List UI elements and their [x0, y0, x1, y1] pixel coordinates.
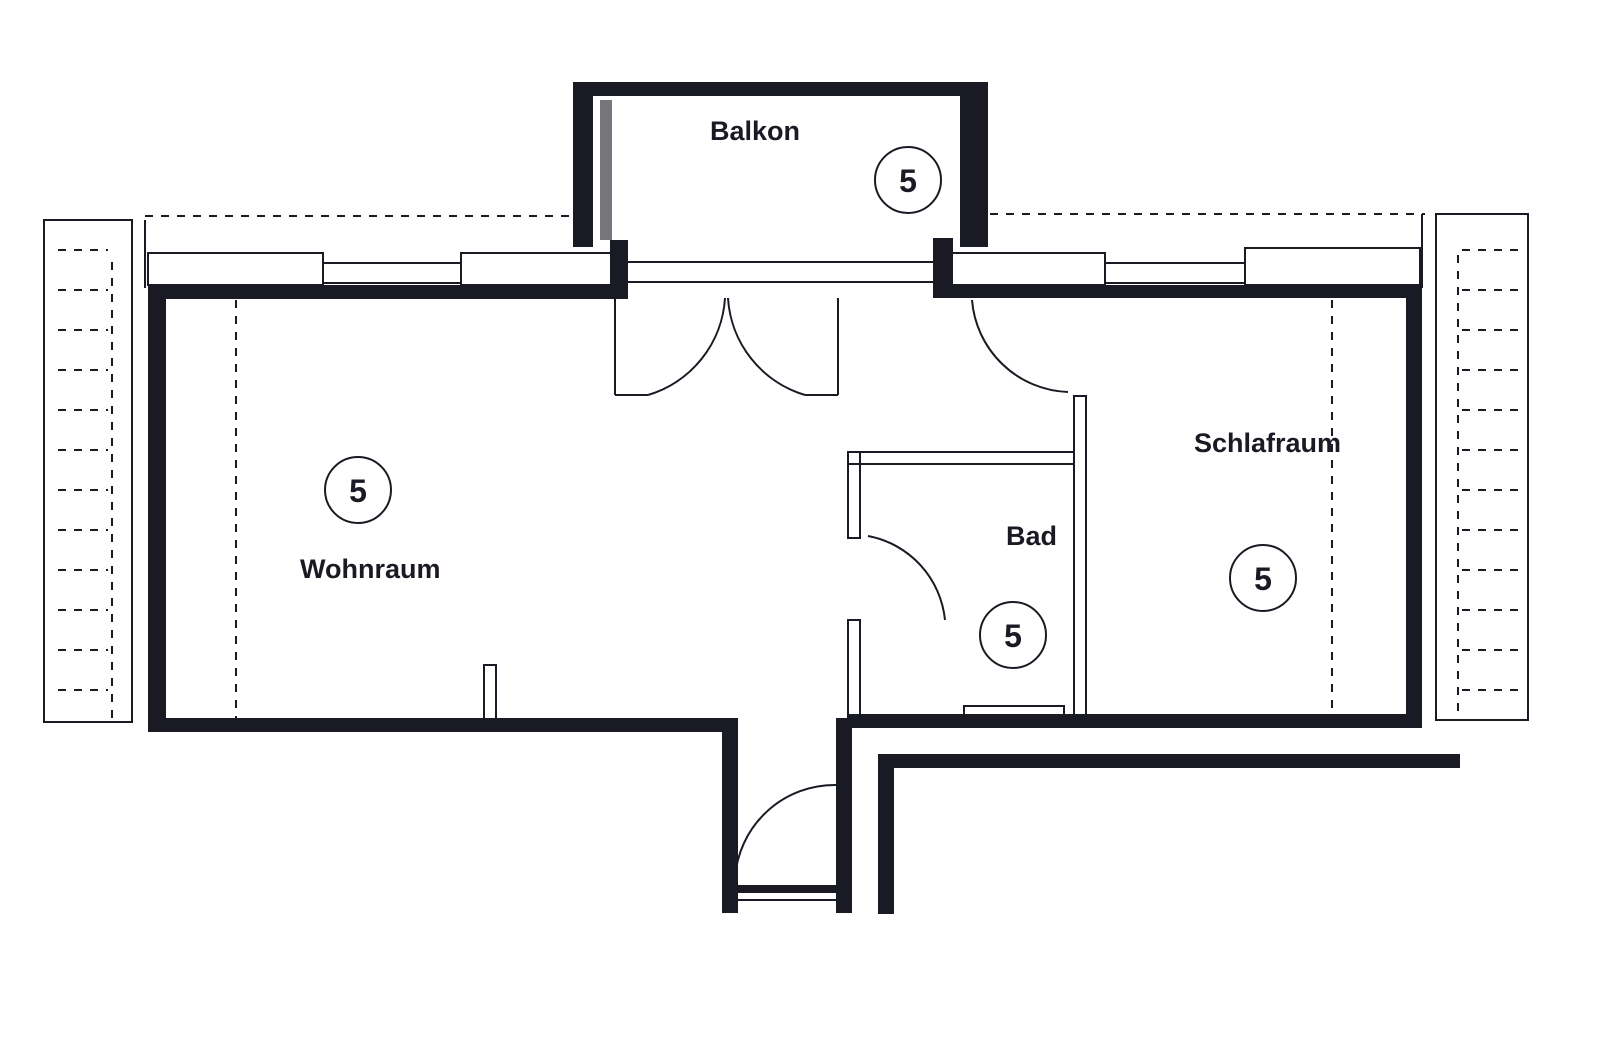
room-number-balkon: 5 — [899, 163, 917, 199]
walls — [148, 238, 1460, 914]
room-number-circle-schlafraum — [1229, 544, 1297, 612]
partitions — [483, 395, 1087, 901]
room-label-wohnraum: Wohnraum — [300, 554, 441, 584]
room-label-balkon: Balkon — [710, 116, 800, 146]
right-roof-hatching — [1435, 213, 1529, 721]
room-label-bad: Bad — [1006, 521, 1057, 551]
room-number-bad: 5 — [1004, 618, 1022, 654]
doors — [614, 297, 1069, 879]
balcony-walls — [573, 82, 988, 247]
room-number-circle-bad — [979, 601, 1047, 669]
windows — [147, 247, 1421, 286]
room-number-wohnraum: 5 — [349, 473, 367, 509]
room-number-circle-wohnraum — [324, 456, 392, 524]
room-number-schlafraum: 5 — [1254, 561, 1272, 597]
room-label-schlafraum: Schlafraum — [1194, 428, 1341, 458]
left-roof-hatching — [43, 219, 133, 723]
room-number-circle-balkon — [874, 146, 942, 214]
